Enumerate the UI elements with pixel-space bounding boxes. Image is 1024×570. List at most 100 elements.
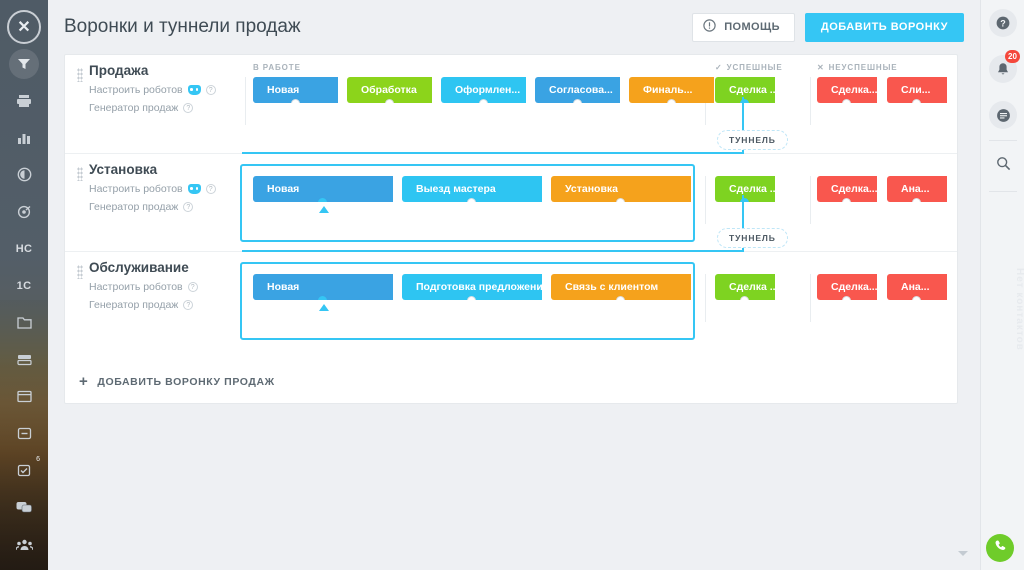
stage-chip[interactable]: Установка	[551, 176, 691, 202]
drag-handle[interactable]	[77, 68, 83, 82]
help-button[interactable]: ?	[981, 0, 1024, 46]
sidebar-item-hc[interactable]: HC	[0, 230, 48, 267]
stage-dot[interactable]	[740, 296, 749, 300]
fail-chip[interactable]: Сделка...	[817, 176, 877, 202]
messages-button[interactable]	[981, 92, 1024, 138]
fail-chip[interactable]: Ана...	[887, 176, 947, 202]
stage-label: Сделка ...	[729, 183, 775, 195]
sidebar-item-reports[interactable]	[0, 119, 48, 156]
stage-dot[interactable]	[318, 198, 327, 202]
add-funnel-button[interactable]: ДОБАВИТЬ ВОРОНКУ	[804, 12, 964, 42]
stage-dot[interactable]	[912, 198, 921, 202]
check-icon: ✓	[715, 63, 723, 72]
search-button[interactable]	[981, 143, 1024, 189]
column-divider	[705, 274, 706, 322]
stage-dot[interactable]	[467, 296, 476, 300]
plus-icon: +	[79, 373, 89, 390]
stage-dot[interactable]	[842, 99, 851, 103]
sidebar-item-minus-box[interactable]	[0, 415, 48, 452]
stage-dot[interactable]	[740, 198, 749, 202]
tunnel-connector-line	[742, 195, 744, 252]
sales-generator-link[interactable]: Генератор продаж ?	[89, 102, 243, 114]
help-hint-icon[interactable]: ?	[205, 85, 216, 95]
drag-handle[interactable]	[77, 167, 83, 181]
phone-call-button[interactable]	[986, 534, 1014, 562]
sidebar-divider-2	[988, 191, 1017, 192]
stage-dot[interactable]	[666, 99, 676, 103]
configure-robots-link[interactable]: Настроить роботов ?	[89, 281, 243, 293]
tunnel-badge[interactable]: ТУННЕЛЬ	[717, 228, 788, 248]
clock-moon-icon	[17, 167, 31, 182]
drag-handle[interactable]	[77, 265, 83, 279]
stage-chip[interactable]: Новая	[253, 77, 338, 103]
stage-dot[interactable]	[467, 198, 476, 202]
bitrix-x-logo[interactable]: ✕	[0, 8, 48, 45]
tasks-badge: 6	[36, 456, 40, 463]
stage-label: Сделка ...	[729, 281, 775, 293]
stage-label: Новая	[267, 183, 300, 195]
sidebar-item-1c[interactable]: 1C	[0, 267, 48, 304]
stage-chip[interactable]: Финаль...	[629, 77, 714, 103]
fail-chip[interactable]: Сделка...	[817, 274, 877, 300]
stage-dot[interactable]	[384, 99, 394, 103]
sidebar-item-folder[interactable]	[0, 304, 48, 341]
help-hint-icon[interactable]: ?	[187, 282, 198, 292]
sales-generator-link[interactable]: Генератор продаж ?	[89, 201, 243, 213]
cross-icon: ✕	[817, 63, 825, 72]
stage-chip[interactable]: Новая	[253, 176, 393, 202]
notifications-button[interactable]: 20	[981, 46, 1024, 92]
fail-chip[interactable]: Сли...	[887, 77, 947, 103]
tunnel-connector-line	[742, 97, 744, 154]
fail-chip[interactable]: Ана...	[887, 274, 947, 300]
funnel-row: В РАБОТЕ ✓ УСПЕШНЫЕ ✕ НЕУСПЕШНЫЕ Продажа…	[65, 55, 957, 153]
stage-dot[interactable]	[478, 99, 488, 103]
sidebar-item-crm-target[interactable]	[0, 193, 48, 230]
success-chip[interactable]: Сделка ...	[715, 176, 775, 202]
sales-generator-link[interactable]: Генератор продаж ?	[89, 299, 243, 311]
sidebar-item-drawer[interactable]	[0, 341, 48, 378]
stage-chip[interactable]: Выезд мастера	[402, 176, 542, 202]
funnels-card: В РАБОТЕ ✓ УСПЕШНЫЕ ✕ НЕУСПЕШНЫЕ Продажа…	[64, 54, 958, 404]
column-divider	[810, 77, 811, 125]
stage-dot[interactable]	[318, 296, 327, 300]
help-hint-icon[interactable]: ?	[205, 184, 216, 194]
no-contacts-label: Нет контактов	[1014, 268, 1024, 351]
add-sales-funnel-button[interactable]: + ДОБАВИТЬ ВОРОНКУ ПРОДАЖ	[79, 374, 275, 389]
stage-dot[interactable]	[912, 296, 921, 300]
sidebar-item-groups[interactable]	[0, 526, 48, 563]
help-hint-icon[interactable]: ?	[183, 202, 194, 212]
collapse-panel-button[interactable]	[958, 551, 968, 556]
sidebar-item-time[interactable]	[0, 156, 48, 193]
stage-chip[interactable]: Согласова...	[535, 77, 620, 103]
stage-chip[interactable]: Оформлен...	[441, 77, 526, 103]
stage-chip[interactable]: Подготовка предложения	[402, 274, 542, 300]
stage-chip[interactable]: Новая	[253, 274, 393, 300]
sidebar-item-tasks[interactable]: 6	[0, 452, 48, 489]
stage-dot[interactable]	[616, 296, 625, 300]
help-hint-icon[interactable]: ?	[183, 103, 194, 113]
stage-dot[interactable]	[572, 99, 582, 103]
help-hint-icon[interactable]: ?	[183, 300, 194, 310]
fail-chip[interactable]: Сделка...	[817, 77, 877, 103]
configure-robots-link[interactable]: Настроить роботов ?	[89, 84, 243, 96]
success-chip[interactable]: Сделка ...	[715, 274, 775, 300]
tunnel-badge[interactable]: ТУННЕЛЬ	[717, 130, 788, 150]
stage-dot[interactable]	[740, 99, 749, 103]
stage-dot[interactable]	[290, 99, 300, 103]
stage-dot[interactable]	[842, 198, 851, 202]
sidebar-item-funnel[interactable]	[0, 45, 48, 82]
help-button-header[interactable]: ПОМОЩЬ	[692, 12, 795, 42]
sidebar-item-chat[interactable]	[0, 489, 48, 526]
column-divider	[810, 274, 811, 322]
sidebar-item-printer[interactable]	[0, 82, 48, 119]
stage-chip[interactable]: Связь с клиентом	[551, 274, 691, 300]
success-chip[interactable]: Сделка ...	[715, 77, 775, 103]
sidebar-item-calendar[interactable]	[0, 563, 48, 570]
configure-robots-link[interactable]: Настроить роботов ?	[89, 183, 243, 195]
sidebar-item-window[interactable]	[0, 378, 48, 415]
stage-dot[interactable]	[616, 198, 625, 202]
stage-chip[interactable]: Обработка	[347, 77, 432, 103]
stage-dot[interactable]	[842, 296, 851, 300]
stage-dot[interactable]	[912, 99, 921, 103]
column-header-in-work: В РАБОТЕ	[253, 63, 301, 72]
